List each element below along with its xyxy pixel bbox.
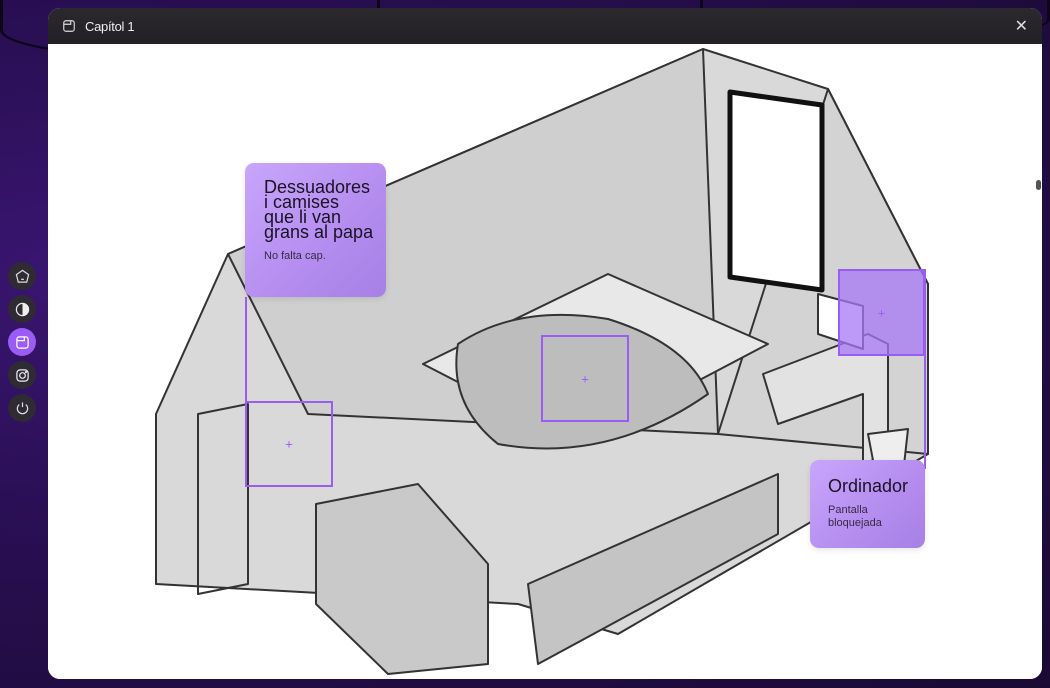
connector-line [924,269,926,469]
folder-icon [15,335,29,349]
home-button[interactable] [8,262,36,290]
hotspot-clothes[interactable]: + [245,401,333,487]
folder-icon [63,20,75,32]
sidebar [8,262,36,422]
illustration-area: + + + Dessuadores i camises que li van g… [48,44,1042,679]
tooltip-computer: Ordinador Pantalla bloquejada [810,460,925,548]
contrast-icon [15,302,29,316]
power-icon [16,401,28,414]
home-icon [15,269,29,283]
plus-marker: + [877,305,886,320]
connector-line [245,297,247,403]
power-button[interactable] [8,394,36,422]
instagram-icon [15,368,29,382]
hotspot-computer[interactable]: + [838,269,925,356]
scrollbar-thumb[interactable] [1036,180,1041,190]
chapter-button[interactable] [8,328,36,356]
instagram-button[interactable] [8,361,36,389]
plus-marker: + [285,436,293,452]
contrast-button[interactable] [8,295,36,323]
tooltip-description: Pantalla bloquejada [828,504,882,529]
tooltip-description: No falta cap. [264,250,326,262]
plus-marker: + [581,371,589,386]
hotspot-bed[interactable]: + [541,335,629,422]
close-button[interactable]: ✕ [1014,18,1028,35]
tooltip-title: Dessuadores i camises que li van grans a… [264,177,374,242]
window-title: Capítol 1 [85,18,135,34]
tooltip-title: Ordinador [828,476,909,496]
tooltip-clothes: Dessuadores i camises que li van grans a… [245,163,386,297]
chapter-window: Capítol 1 ✕ + + + Dess [48,8,1042,679]
title-bar: Capítol 1 ✕ [48,8,1042,44]
